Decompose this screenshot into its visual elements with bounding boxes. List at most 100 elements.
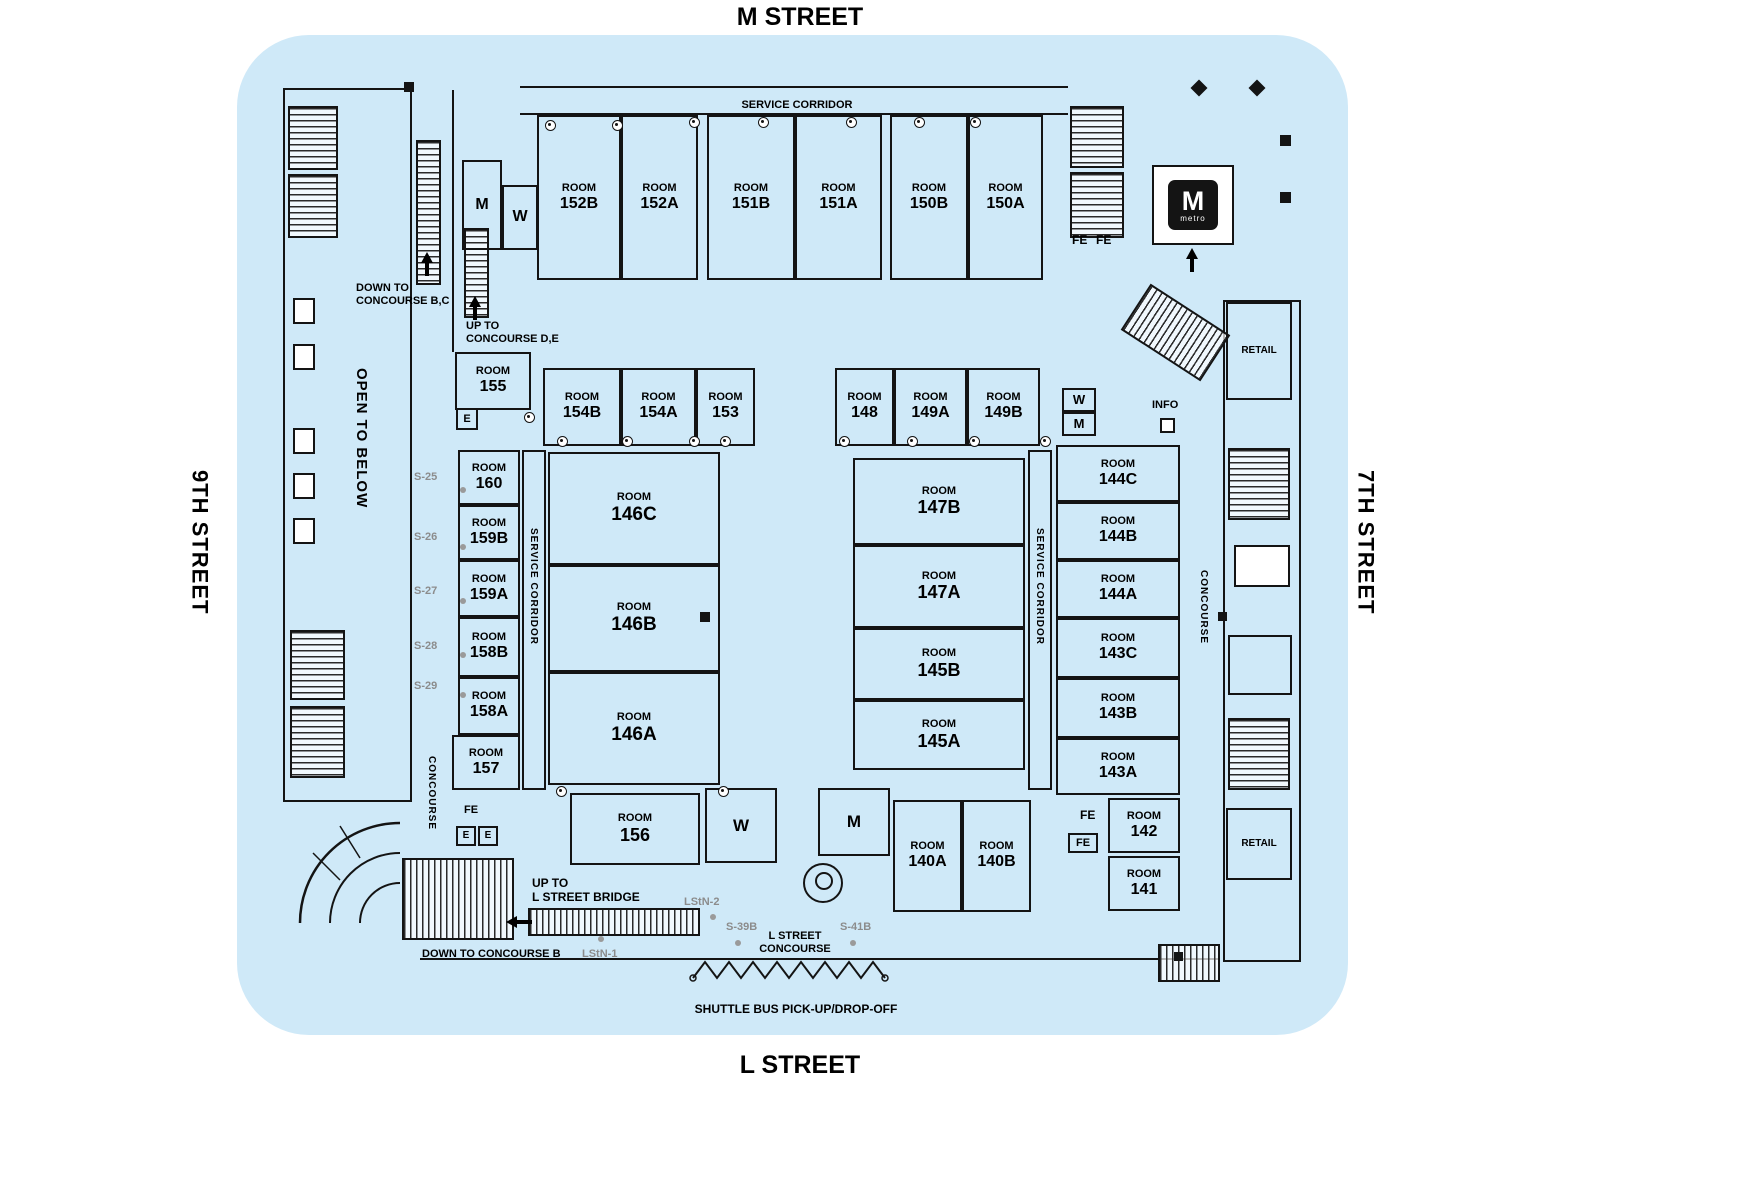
stairs-northeast-1 xyxy=(1070,106,1124,168)
fe-box-southeast: FE xyxy=(1068,833,1098,853)
restroom-men-north: M xyxy=(462,160,502,250)
stairs-northwest-2 xyxy=(288,174,338,238)
column-square-icon xyxy=(1174,952,1183,961)
stairs-east-2 xyxy=(1228,718,1290,790)
marker-dot xyxy=(710,914,716,920)
info-label: INFO xyxy=(1152,399,1179,411)
service-corridor-top-label: SERVICE CORRIDOR xyxy=(741,99,853,111)
column-dot-icon xyxy=(846,117,857,128)
column-dot-icon xyxy=(718,786,729,797)
marker-dot xyxy=(460,598,466,604)
marker-dot xyxy=(460,487,466,493)
marker-dot xyxy=(460,652,466,658)
column-dot-icon xyxy=(689,117,700,128)
escalator-up-de xyxy=(464,228,489,318)
column-dot-icon xyxy=(758,117,769,128)
marker-dot xyxy=(460,544,466,550)
elevator-south-1: E xyxy=(456,826,476,846)
column-square-icon xyxy=(1218,612,1227,621)
escalator-up-arrow-icon xyxy=(421,252,433,276)
marker-s29: S-29 xyxy=(414,680,438,692)
canopy-zigzag-icon xyxy=(689,960,889,982)
service-corridor-left-strip xyxy=(522,450,546,790)
west-hall-wall xyxy=(452,90,454,352)
service-corridor-right-label: SERVICE CORRIDOR xyxy=(1034,528,1045,645)
column-dot-icon xyxy=(689,436,700,447)
escalator-bank-south xyxy=(402,858,514,940)
column-dot-icon xyxy=(1040,436,1051,447)
escalator-l-street-bridge xyxy=(528,908,700,936)
marker-dot xyxy=(850,940,856,946)
pilaster xyxy=(293,298,315,324)
elevator-south-2: E xyxy=(478,826,498,846)
escalator-down-bc xyxy=(416,140,441,285)
marker-lstn2: LStN-2 xyxy=(684,896,720,908)
restroom-women-east: W xyxy=(1062,388,1096,412)
marker-dot xyxy=(460,692,466,698)
west-concourse-outline xyxy=(283,88,412,802)
restroom-men-south: M xyxy=(818,788,890,856)
service-corridor-left-label: SERVICE CORRIDOR xyxy=(528,528,539,645)
restroom-women-south: W xyxy=(705,788,777,863)
shuttle-bus-label: SHUTTLE BUS PICK-UP/DROP-OFF xyxy=(694,1002,898,1016)
marker-s27: S-27 xyxy=(414,585,438,597)
column-dot-icon xyxy=(612,120,623,131)
escalator-up-arrow-icon xyxy=(469,296,481,320)
pilaster xyxy=(293,344,315,370)
spiral-stair-icon xyxy=(815,872,833,890)
service-corridor-bottom-wall xyxy=(520,113,1068,115)
column-square-icon xyxy=(700,612,710,622)
info-desk-icon xyxy=(1160,418,1175,433)
restroom-men-east: M xyxy=(1062,412,1096,436)
stairs-northeast-2 xyxy=(1070,172,1124,238)
stairs-northwest-1 xyxy=(288,106,338,170)
marker-s26: S-26 xyxy=(414,531,438,543)
fe-label-southwest: FE xyxy=(464,804,479,816)
column-dot-icon xyxy=(524,412,535,423)
marker-s25: S-25 xyxy=(414,471,438,483)
concourse-right-label: CONCOURSE xyxy=(1198,570,1209,645)
column-dot-icon xyxy=(914,117,925,128)
down-to-concourse-b-label: DOWN TO CONCOURSE B xyxy=(422,948,561,960)
service-corridor-top-wall xyxy=(520,86,1068,88)
retail-south: RETAIL xyxy=(1226,808,1292,880)
stairs-southeast xyxy=(1158,944,1220,982)
stairs-southwest-2 xyxy=(290,706,345,778)
south-concourse-wall xyxy=(420,958,1220,960)
east-utility-room xyxy=(1228,635,1292,695)
column-dot-icon xyxy=(557,436,568,447)
room-word: ROOM xyxy=(561,181,597,194)
marker-s39b: S-39B xyxy=(726,921,758,933)
pilaster xyxy=(293,518,315,544)
column-dot-icon xyxy=(720,436,731,447)
column-square-icon xyxy=(1280,192,1291,203)
column-square-icon xyxy=(1280,135,1291,146)
curved-stair-icon xyxy=(298,821,401,924)
column-dot-icon xyxy=(907,436,918,447)
metro-arrow-up-icon xyxy=(1186,248,1198,272)
